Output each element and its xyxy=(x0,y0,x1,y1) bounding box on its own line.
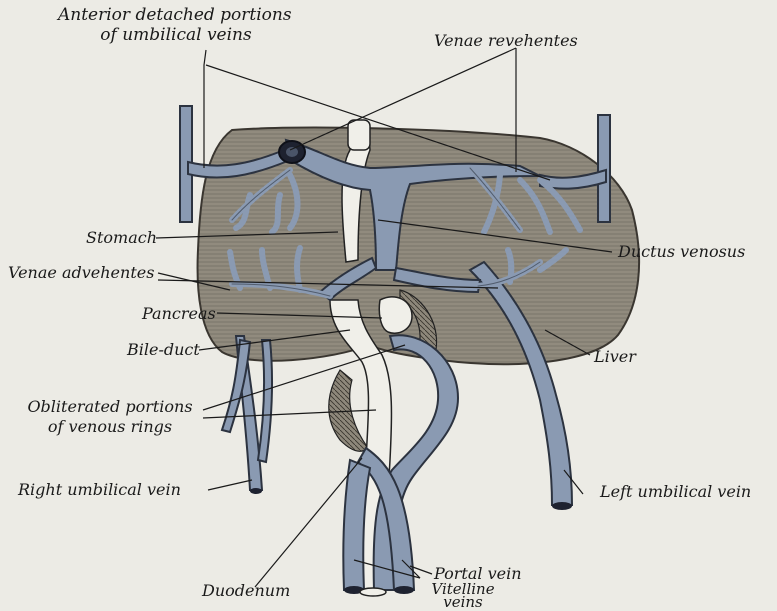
label-bile-duct: Bile-duct xyxy=(127,341,200,359)
label-right-umbilical-vein: Right umbilical vein xyxy=(18,481,181,499)
duodenum-end xyxy=(360,588,386,596)
label-pancreas: Pancreas xyxy=(142,305,216,323)
label-venae-advehentes: Venae advehentes xyxy=(8,264,154,282)
label-obliterated-2: of venous rings xyxy=(20,418,200,436)
label-ductus-venosus: Ductus venosus xyxy=(618,243,745,261)
label-anterior-detached-2: of umbilical veins xyxy=(76,26,276,44)
label-venae-revehentes: Venae revehentes xyxy=(434,32,578,50)
portal-vein xyxy=(343,335,458,590)
pancreas xyxy=(379,297,412,333)
label-stomach: Stomach xyxy=(86,229,157,247)
label-liver: Liver xyxy=(594,348,636,366)
right-umbilical-vein xyxy=(222,336,272,490)
label-obliterated-1: Obliterated portions xyxy=(12,398,208,416)
label-duodenum: Duodenum xyxy=(202,582,290,600)
label-anterior-detached-1: Anterior detached portions xyxy=(58,6,288,24)
label-left-umbilical-vein: Left umbilical vein xyxy=(600,483,751,501)
esophagus xyxy=(348,120,370,150)
